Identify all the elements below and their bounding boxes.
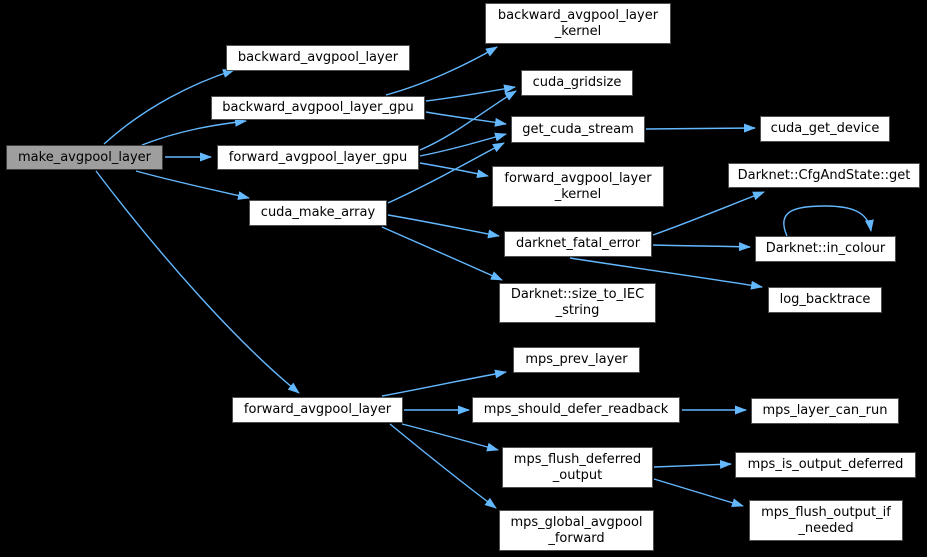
node-label: cuda_gridsize xyxy=(532,75,622,90)
node-label: backward_avgpool_layer xyxy=(237,50,399,65)
node-label: cuda_make_array xyxy=(260,205,376,220)
node-label: Darknet::size_to_IEC _string xyxy=(510,287,645,318)
edge-forward-avgpool-layer-to-mps-global-avgpool-forward xyxy=(389,423,497,509)
edge-cuda-make-array-to-darknet-fatal-error xyxy=(387,214,500,239)
node-mps-prev-layer[interactable]: mps_prev_layer xyxy=(513,347,640,373)
edge-darknet-fatal-error-to-darknet-cfgandstate-get xyxy=(652,191,765,236)
edge-forward-avgpool-layer-gpu-to-cuda-gridsize xyxy=(419,90,517,151)
node-mps-should-defer-readback[interactable]: mps_should_defer_readback xyxy=(472,397,680,423)
node-label: mps_prev_layer xyxy=(525,352,628,367)
node-cuda-gridsize[interactable]: cuda_gridsize xyxy=(521,70,633,96)
node-mps-flush-deferred-output[interactable]: mps_flush_deferred _output xyxy=(502,447,653,488)
edge-forward-avgpool-layer-gpu-to-get-cuda-stream xyxy=(419,132,507,157)
edge-darknet-fatal-error-to-log-backtrace xyxy=(569,257,763,290)
node-label: forward_avgpool_layer xyxy=(243,402,392,417)
edge-cuda-make-array-to-get-cuda-stream xyxy=(387,142,505,204)
node-label: forward_avgpool_layer _kernel xyxy=(504,170,652,202)
edge-backward-avgpool-layer-gpu-to-cuda-gridsize xyxy=(425,84,516,102)
node-log-backtrace[interactable]: log_backtrace xyxy=(768,287,882,313)
node-backward-avgpool-layer-kernel[interactable]: backward_avgpool_layer _kernel xyxy=(485,3,671,44)
node-label: mps_layer_can_run xyxy=(762,403,888,418)
node-get-cuda-stream[interactable]: get_cuda_stream xyxy=(511,116,645,143)
node-label: darknet_fatal_error xyxy=(515,236,641,251)
edge-get-cuda-stream-to-cuda-get-device xyxy=(645,123,756,133)
node-darknet-in-colour[interactable]: Darknet::in_colour xyxy=(755,236,896,262)
node-darknet-fatal-error[interactable]: darknet_fatal_error xyxy=(504,231,652,257)
node-label: backward_avgpool_layer _kernel xyxy=(497,7,659,39)
edge-mps-flush-deferred-output-to-mps-is-output-deferred xyxy=(653,459,732,469)
node-label: mps_is_output_deferred xyxy=(747,457,904,472)
edge-make-avgpool-layer-to-forward-avgpool-layer xyxy=(95,170,300,394)
edge-forward-avgpool-layer-to-mps-prev-layer xyxy=(381,369,507,397)
node-backward-avgpool-layer[interactable]: backward_avgpool_layer xyxy=(226,45,410,71)
node-label: log_backtrace xyxy=(779,292,871,307)
node-cuda-get-device[interactable]: cuda_get_device xyxy=(760,116,890,142)
edge-darknet-fatal-error-to-darknet-in-colour xyxy=(652,242,751,252)
edge-make-avgpool-layer-to-cuda-make-array xyxy=(135,170,250,200)
node-forward-avgpool-layer-kernel[interactable]: forward_avgpool_layer _kernel xyxy=(492,166,664,207)
node-backward-avgpool-layer-gpu[interactable]: backward_avgpool_layer_gpu xyxy=(211,96,425,120)
node-label: mps_flush_deferred _output xyxy=(513,451,642,483)
node-label: forward_avgpool_layer_gpu xyxy=(228,149,408,165)
node-label: backward_avgpool_layer_gpu xyxy=(222,100,414,115)
node-label: cuda_get_device xyxy=(770,121,880,136)
edge-backward-avgpool-layer-gpu-to-backward-avgpool-layer-kernel xyxy=(385,46,498,96)
edge-backward-avgpool-layer-gpu-to-get-cuda-stream xyxy=(425,111,507,127)
node-mps-is-output-deferred[interactable]: mps_is_output_deferred xyxy=(735,452,916,478)
node-label: Darknet::CfgAndState::get xyxy=(737,167,911,183)
node-darknet-cfgandstate-get[interactable]: Darknet::CfgAndState::get xyxy=(728,163,920,188)
node-label: mps_global_avgpool _forward xyxy=(510,514,643,546)
node-forward-avgpool-layer-gpu[interactable]: forward_avgpool_layer_gpu xyxy=(217,145,419,170)
node-label: get_cuda_stream xyxy=(522,121,634,137)
node-forward-avgpool-layer[interactable]: forward_avgpool_layer xyxy=(232,397,403,423)
node-mps-flush-output-if-needed[interactable]: mps_flush_output_if _needed xyxy=(749,500,903,541)
node-mps-layer-can-run[interactable]: mps_layer_can_run xyxy=(751,398,899,424)
node-label: make_avgpool_layer xyxy=(18,149,151,165)
node-label: mps_flush_output_if _needed xyxy=(761,504,891,536)
node-label: mps_should_defer_readback xyxy=(483,402,669,417)
edge-darknet-in-colour-self-loop xyxy=(783,205,874,237)
node-darknet-size-to-iec-string[interactable]: Darknet::size_to_IEC _string xyxy=(499,283,656,323)
node-cuda-make-array[interactable]: cuda_make_array xyxy=(249,200,387,226)
edge-cuda-make-array-to-darknet-size-to-iec-string xyxy=(381,226,503,281)
node-label: Darknet::in_colour xyxy=(765,241,886,256)
node-mps-global-avgpool-forward[interactable]: mps_global_avgpool _forward xyxy=(499,510,654,551)
edge-forward-avgpool-layer-to-mps-flush-deferred-output xyxy=(401,423,499,452)
node-make-avgpool-layer[interactable]: make_avgpool_layer xyxy=(6,145,163,170)
edge-make-avgpool-layer-to-backward-avgpool-layer-gpu xyxy=(141,117,247,146)
edge-make-avgpool-layer-to-backward-avgpool-layer xyxy=(103,69,235,145)
edge-mps-flush-deferred-output-to-mps-flush-output-if-needed xyxy=(653,478,744,508)
